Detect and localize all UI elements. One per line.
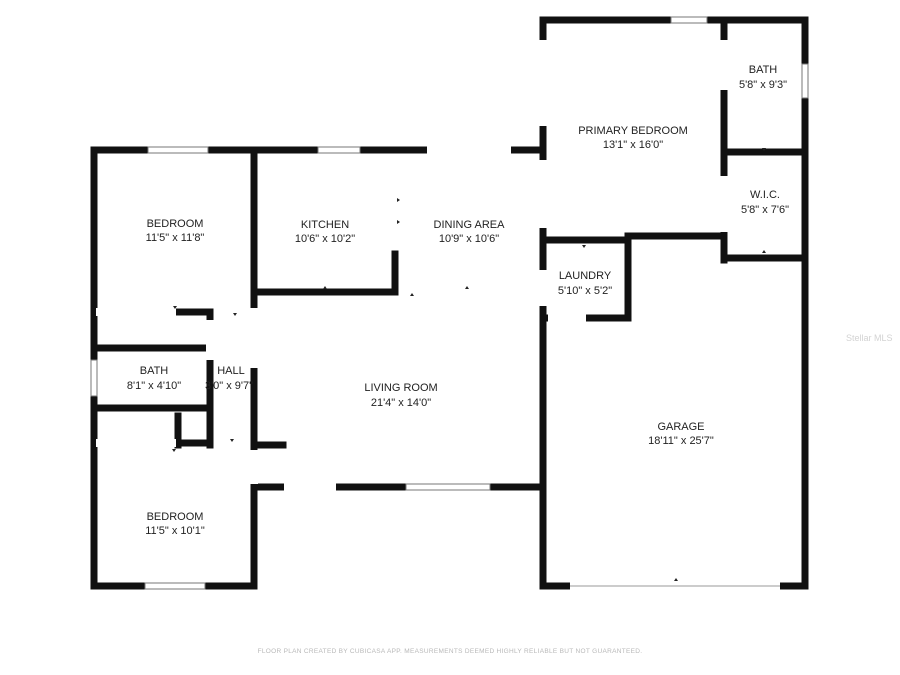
door-opening: [96, 308, 176, 316]
room-name-kitchen: KITCHEN: [301, 219, 349, 231]
tick-mark: [323, 286, 327, 289]
watermark: Stellar MLS: [846, 333, 893, 343]
door-opening: [548, 314, 586, 322]
tick-mark: [410, 293, 414, 296]
walls: [90, 16, 809, 590]
tick-mark: [582, 245, 586, 248]
openings: [90, 16, 809, 590]
room-dims-dining-area: 10'9" x 10'6": [439, 233, 499, 245]
room-name-primary-bedroom: PRIMARY BEDROOM: [578, 125, 688, 137]
room-dims-living-room: 21'4" x 14'0": [371, 397, 431, 409]
room-dims-wic: 5'8" x 7'6": [741, 204, 789, 216]
room-name-hall: HALL: [217, 365, 245, 377]
tick-mark: [762, 148, 766, 151]
tick-mark: [230, 439, 234, 442]
window: [405, 483, 491, 491]
door-opening: [539, 160, 547, 228]
room-name-bedroom-2: BEDROOM: [147, 511, 204, 523]
tick-mark: [173, 306, 177, 309]
dimension-marks: [172, 148, 766, 581]
window: [670, 16, 708, 24]
tick-mark: [397, 198, 400, 202]
tick-mark: [465, 286, 469, 289]
room-name-bath-2: BATH: [140, 365, 169, 377]
room-name-dining-area: DINING AREA: [434, 219, 506, 231]
tick-mark: [674, 578, 678, 581]
tick-mark: [762, 250, 766, 253]
door-opening: [539, 40, 547, 126]
room-dims-bedroom-1: 11'5" x 11'8": [146, 232, 205, 244]
room-labels: BEDROOM 11'5" x 11'8" KITCHEN 10'6" x 10…: [127, 64, 789, 537]
room-name-wic: W.I.C.: [750, 189, 780, 201]
window: [90, 359, 98, 397]
room-name-laundry: LAUNDRY: [559, 270, 612, 282]
tick-mark: [172, 449, 176, 452]
door-opening: [250, 450, 258, 484]
window: [801, 63, 809, 99]
footer-note: FLOOR PLAN CREATED BY CUBICASA APP. MEAS…: [257, 648, 643, 655]
door-opening: [720, 40, 728, 90]
door-opening: [539, 270, 547, 306]
room-name-garage: GARAGE: [657, 421, 704, 433]
room-dims-bath-2: 8'1" x 4'10": [127, 380, 181, 392]
room-dims-garage: 18'11" x 25'7": [648, 435, 714, 447]
door-opening: [720, 176, 728, 232]
door-opening: [250, 308, 258, 368]
door-opening: [206, 320, 214, 360]
room-dims-kitchen: 10'6" x 10'2": [295, 233, 355, 245]
tick-mark: [233, 313, 237, 316]
window: [144, 582, 206, 590]
room-name-bedroom-1: BEDROOM: [147, 218, 204, 230]
room-dims-primary-bath: 5'8" x 9'3": [739, 79, 787, 91]
window: [147, 146, 209, 154]
room-dims-hall: 3'0" x 9'7": [205, 380, 253, 392]
room-dims-laundry: 5'10" x 5'2": [558, 285, 612, 297]
tick-mark: [397, 220, 400, 224]
room-dims-bedroom-2: 11'5" x 10'1": [145, 525, 205, 537]
room-dims-primary-bedroom: 13'1" x 16'0": [603, 139, 663, 151]
room-name-living-room: LIVING ROOM: [364, 382, 437, 394]
door-opening: [427, 146, 511, 154]
door-opening: [96, 439, 176, 447]
window: [317, 146, 361, 154]
room-name-primary-bath: BATH: [749, 64, 778, 76]
door-opening: [284, 483, 336, 491]
